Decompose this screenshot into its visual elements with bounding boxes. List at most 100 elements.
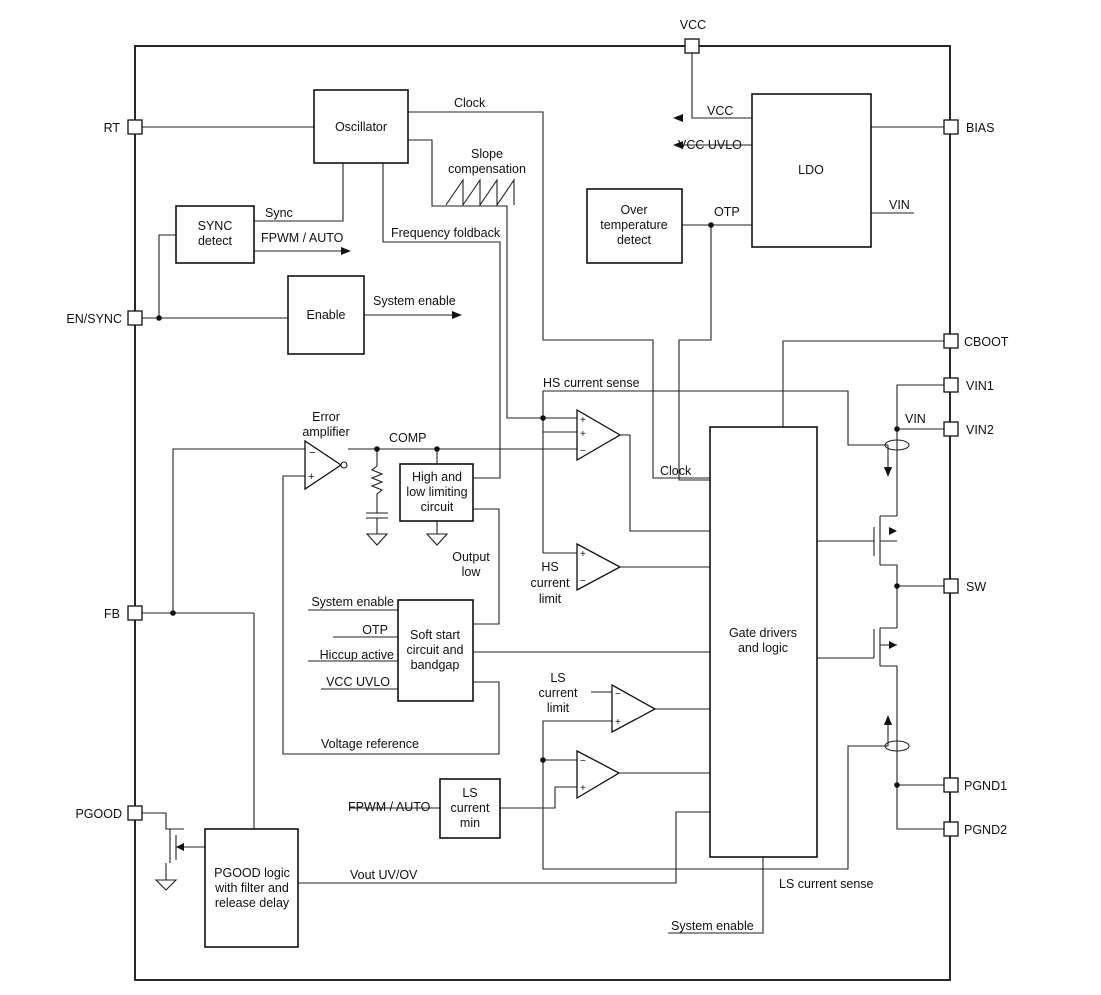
pin-rt: RT	[104, 119, 143, 135]
hs-current-limit-label: HS	[541, 560, 558, 574]
ls-min-comparator: − +	[576, 749, 621, 800]
svg-text:SW: SW	[966, 580, 986, 594]
limiting-circuit-block: High and low limiting circuit	[399, 463, 474, 522]
svg-text:−: −	[580, 756, 586, 767]
ls-limit-comparator: − +	[611, 683, 657, 734]
pin-sw: SW	[943, 578, 986, 594]
svg-text:−: −	[309, 447, 315, 459]
svg-text:CBOOT: CBOOT	[964, 335, 1009, 349]
sync-label: Sync	[265, 206, 293, 220]
output-low-label-2: low	[462, 565, 482, 579]
pin-en-sync: EN/SYNC	[66, 310, 143, 326]
hs-current-sense-coil	[884, 439, 910, 451]
hs-current-sense-label: HS current sense	[543, 376, 640, 390]
svg-text:−: −	[615, 689, 621, 700]
vout-uv-ov-label: Vout UV/OV	[350, 868, 418, 882]
svg-text:VIN2: VIN2	[966, 423, 994, 437]
vcc-internal-label: VCC	[707, 104, 733, 118]
svg-text:High and: High and	[412, 470, 462, 484]
soft-start-block: Soft start circuit and bandgap	[397, 599, 474, 702]
enable-block: Enable	[287, 275, 365, 355]
clock-label: Clock	[454, 96, 486, 110]
svg-text:current: current	[451, 801, 490, 815]
hs-pwm-comparator: + + −	[576, 408, 622, 462]
svg-text:+: +	[580, 549, 586, 560]
pin-cboot: CBOOT	[943, 333, 1009, 349]
svg-text:min: min	[460, 816, 480, 830]
pin-vcc: VCC	[680, 18, 706, 54]
vin-internal-label: VIN	[889, 198, 910, 212]
svg-text:PGOOD logic: PGOOD logic	[214, 866, 290, 880]
svg-text:circuit and: circuit and	[407, 643, 464, 657]
gate-drivers-block: Gate drivers and logic	[709, 426, 818, 858]
ss-hiccup-label: Hiccup active	[320, 648, 394, 662]
svg-text:+: +	[615, 717, 621, 728]
clock-mid-label: Clock	[660, 464, 692, 478]
signal-labels: Clock Slope compensation Sync FPWM / AUT…	[261, 96, 926, 933]
svg-text:VCC: VCC	[680, 18, 706, 32]
svg-text:Oscillator: Oscillator	[335, 120, 387, 134]
svg-text:SYNC: SYNC	[198, 219, 233, 233]
voltage-reference-label: Voltage reference	[321, 737, 419, 751]
pgood-logic-block: PGOOD logic with filter and release dela…	[204, 828, 299, 948]
ls-current-sense-label: LS current sense	[779, 877, 874, 891]
svg-text:with filter and: with filter and	[214, 881, 289, 895]
pin-bias: BIAS	[943, 119, 995, 135]
svg-text:RT: RT	[104, 121, 121, 135]
fpwm-auto-bottom-label: FPWM / AUTO	[348, 800, 431, 814]
pin-pgnd1: PGND1	[943, 777, 1007, 793]
svg-text:LS: LS	[462, 786, 477, 800]
arrows	[176, 114, 897, 851]
hs-current-limit-label-2: current	[531, 576, 570, 590]
error-amplifier: − +	[304, 439, 348, 491]
slope-compensation-label-2: compensation	[448, 162, 526, 176]
svg-text:temperature: temperature	[600, 218, 667, 232]
ls-current-sense-coil	[884, 740, 910, 752]
frequency-foldback-label: Frequency foldback	[391, 226, 501, 240]
svg-text:low limiting: low limiting	[406, 485, 467, 499]
svg-text:VIN1: VIN1	[966, 379, 994, 393]
hs-limit-comparator: + −	[576, 542, 622, 592]
error-amplifier-label-2: amplifier	[302, 425, 349, 439]
svg-text:detect: detect	[617, 233, 652, 247]
svg-text:bandgap: bandgap	[411, 658, 460, 672]
pin-vin1: VIN1	[943, 377, 994, 393]
svg-text:BIAS: BIAS	[966, 121, 995, 135]
ss-otp-label: OTP	[362, 623, 388, 637]
svg-text:Gate drivers: Gate drivers	[729, 626, 797, 640]
svg-text:and logic: and logic	[738, 641, 788, 655]
svg-text:FB: FB	[104, 607, 120, 621]
ldo-block: LDO	[751, 93, 872, 248]
svg-text:Over: Over	[620, 203, 647, 217]
ls-current-limit-label-2: current	[539, 686, 578, 700]
ls-current-min-block: LS current min	[439, 778, 501, 839]
comp-resistor	[370, 465, 384, 497]
pin-pgnd2: PGND2	[943, 821, 1007, 837]
ls-current-limit-label: LS	[550, 671, 565, 685]
junction-dots	[156, 222, 900, 788]
oscillator-block: Oscillator	[313, 89, 409, 164]
svg-text:+: +	[580, 415, 586, 426]
svg-text:PGND1: PGND1	[964, 779, 1007, 793]
svg-text:EN/SYNC: EN/SYNC	[66, 312, 122, 326]
pin-pgood: PGOOD	[75, 805, 143, 821]
fpwm-auto-label: FPWM / AUTO	[261, 231, 344, 245]
pin-vin2: VIN2	[943, 421, 994, 437]
svg-text:release delay: release delay	[215, 896, 290, 910]
pin-fb: FB	[104, 605, 143, 621]
output-low-label: Output	[452, 550, 490, 564]
ss-vcc-uvlo-label: VCC UVLO	[326, 675, 390, 689]
ls-current-limit-label-3: limit	[547, 701, 570, 715]
ground-icon	[154, 533, 449, 891]
svg-text:−: −	[580, 576, 586, 587]
svg-text:Soft start: Soft start	[410, 628, 461, 642]
svg-text:+: +	[308, 471, 314, 483]
over-temperature-block: Over temperature detect	[586, 188, 683, 264]
svg-text:+: +	[580, 783, 586, 794]
svg-text:circuit: circuit	[421, 500, 454, 514]
system-enable-label: System enable	[373, 294, 456, 308]
svg-text:PGND2: PGND2	[964, 823, 1007, 837]
svg-text:+: +	[580, 429, 586, 440]
hs-current-limit-label-3: limit	[539, 592, 562, 606]
vin-node-label: VIN	[905, 412, 926, 426]
